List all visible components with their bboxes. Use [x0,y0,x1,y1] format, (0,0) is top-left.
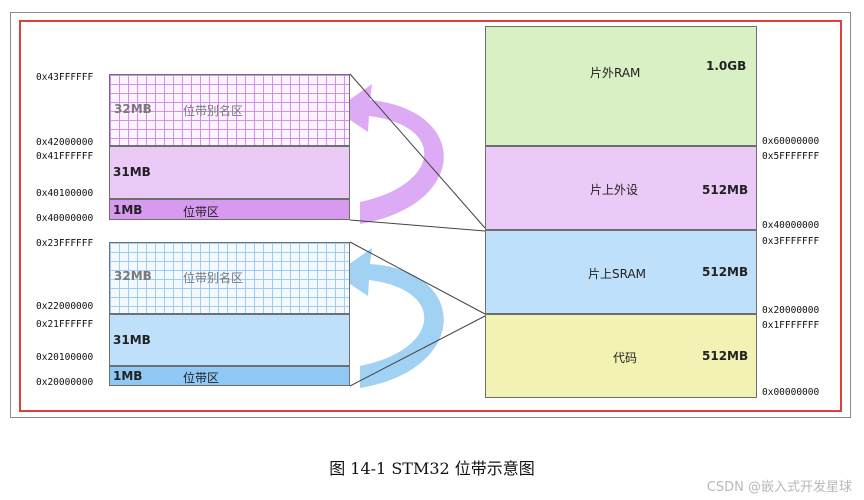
addr-label: 0x5FFFFFFF [762,151,820,162]
blue-arrow-body [335,248,444,388]
peripheral-alias-region: 32MB 位带别名区 [109,74,350,146]
addr-label: 0x21FFFFFF [36,319,94,330]
memory-block-size: 512MB [702,265,749,279]
figure-caption: 图 14-1 STM32 位带示意图 [329,459,535,478]
sram-band-size: 1MB [113,369,143,383]
addr-label: 0x20000000 [36,377,94,388]
sram-bitband-region: 1MB 位带区 [109,366,350,386]
sram-alias-size: 32MB [114,269,152,283]
peripheral-alias-size: 32MB [114,102,152,116]
memory-block-code: 代码 512MB [485,314,757,398]
addr-label: 0x22000000 [36,301,94,312]
memory-block-peripheral: 片上外设 512MB [485,146,757,230]
addr-label: 0x20100000 [36,352,94,363]
addr-label: 0x20000000 [762,305,820,316]
memory-block-sram: 片上SRAM 512MB [485,230,757,314]
memory-block-external-ram: 片外RAM 1.0GB [485,26,757,146]
sram-31mb-region: 31MB [109,314,350,366]
addr-label: 0x40100000 [36,188,94,199]
memory-block-size: 512MB [702,349,749,363]
addr-label: 0x1FFFFFFF [762,320,820,331]
connector-line [349,219,486,232]
addr-label: 0x40000000 [36,213,94,224]
memory-block-name: 代码 [613,351,638,365]
memory-block-name: 片上SRAM [588,267,647,281]
addr-label: 0x40000000 [762,220,820,231]
sram-band-name: 位带区 [183,371,220,385]
peripheral-mid-size: 31MB [113,165,151,179]
addr-label: 0x42000000 [36,137,94,148]
peripheral-31mb-region: 31MB [109,146,350,199]
peripheral-band-name: 位带区 [183,205,220,219]
addr-label: 0x43FFFFFF [36,72,94,83]
sram-alias-name: 位带别名区 [183,271,244,285]
peripheral-alias-name: 位带别名区 [183,104,244,118]
addr-label: 0x60000000 [762,136,820,147]
addr-label: 0x00000000 [762,387,820,398]
red-frame [19,20,842,412]
memory-block-name: 片外RAM [590,66,641,80]
peripheral-bitband-region: 1MB 位带区 [109,199,350,220]
addr-label: 0x3FFFFFFF [762,236,820,247]
addr-label: 0x23FFFFFF [36,238,94,249]
outer-frame [10,12,851,418]
memory-block-size: 1.0GB [706,59,747,73]
watermark: CSDN @嵌入式开发星球 [706,480,852,495]
peripheral-band-size: 1MB [113,203,143,217]
connector-line [349,315,486,387]
connector-line [349,73,486,229]
connector-line [349,241,486,315]
sram-alias-region: 32MB 位带别名区 [109,242,350,314]
purple-arrow-body [335,84,444,224]
memory-block-size: 512MB [702,183,749,197]
sram-mid-size: 31MB [113,333,151,347]
memory-block-name: 片上外设 [590,183,639,197]
addr-label: 0x41FFFFFF [36,151,94,162]
